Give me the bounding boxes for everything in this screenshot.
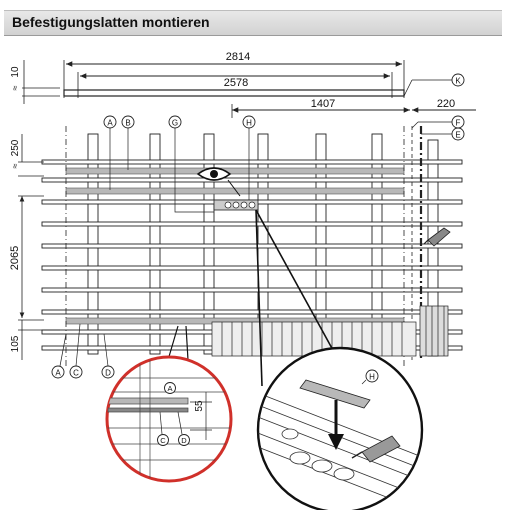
dim-inner-width: 2578: [80, 73, 390, 89]
glue-tube-icon: [423, 227, 451, 247]
callout-h-top: H: [242, 115, 256, 200]
glue-bracket: [213, 199, 259, 211]
detail-callout-a-label: A: [167, 384, 172, 393]
top-rail: [63, 60, 405, 98]
bottom-batten-block: [211, 305, 449, 357]
detail-callout-a: A: [164, 382, 176, 394]
callout-a-top: A: [103, 115, 117, 190]
callout-e-label: E: [455, 131, 460, 140]
dim-right-offset: 220: [412, 98, 476, 113]
arrow-down-icon: [328, 400, 344, 450]
dim-right-offset-label: 220: [437, 98, 455, 110]
detail-callout-c: C: [157, 411, 169, 446]
detail-callout-d: D: [177, 411, 190, 446]
detail-circle: [105, 355, 233, 483]
zoom-callout-h: H: [361, 369, 379, 385]
dim-detail-offset-label: 55: [194, 400, 205, 412]
page-title: Befestigungslatten montieren: [12, 14, 210, 30]
dim-partial-width-label: 1407: [311, 98, 335, 110]
approx-symbol-top: ≈: [10, 85, 20, 90]
callout-b: B: [121, 115, 135, 170]
detail-callout-c-label: C: [160, 436, 166, 445]
callout-h-top-label: H: [246, 119, 252, 128]
callout-e: E: [421, 127, 465, 141]
callout-c-bottom-label: C: [73, 369, 79, 378]
callout-g-label: G: [172, 119, 178, 128]
dim-top-lath-spacing: 250 ≈: [10, 134, 44, 177]
dim-overall-width: 2814: [66, 51, 402, 67]
callout-f: F: [411, 115, 465, 129]
callout-a-top-label: A: [107, 119, 113, 128]
dim-partial-width: 1407: [231, 98, 410, 118]
zoom-callout-h-label: H: [369, 373, 375, 382]
eye-icon: [196, 167, 241, 197]
callout-c-bottom: C: [69, 323, 83, 379]
dim-height-label: 2065: [9, 246, 21, 270]
zoom-circle: [256, 346, 424, 510]
detail-callout-d-label: D: [181, 436, 187, 445]
callout-d-bottom-label: D: [105, 369, 111, 378]
callout-a-bottom-label: A: [55, 369, 61, 378]
callout-b-label: B: [125, 119, 130, 128]
callout-k: K: [403, 73, 465, 97]
callout-g: G: [168, 115, 214, 213]
dim-bottom-offset-label: 105: [10, 335, 21, 352]
dim-height: 2065: [9, 195, 44, 321]
dim-top-lath-spacing-label: 250: [10, 139, 21, 156]
callout-d-bottom: D: [101, 333, 115, 379]
dim-bottom-offset: 105: [10, 320, 60, 360]
title-bar: Befestigungslatten montieren: [4, 10, 502, 36]
dim-inner-width-label: 2578: [224, 77, 248, 89]
detail-leader: [167, 325, 189, 361]
zoom-glue-tube-icon: [351, 435, 401, 463]
callout-k-label: K: [455, 77, 461, 86]
dim-top-offset-label: 10: [10, 66, 21, 78]
callout-a-bottom: A: [51, 333, 67, 379]
dim-top-offset: 10 ≈: [10, 60, 60, 104]
approx-symbol-left: ≈: [10, 163, 20, 168]
callout-f-label: F: [456, 119, 461, 128]
zoom-leader: [255, 209, 335, 387]
dim-overall-width-label: 2814: [226, 51, 250, 63]
